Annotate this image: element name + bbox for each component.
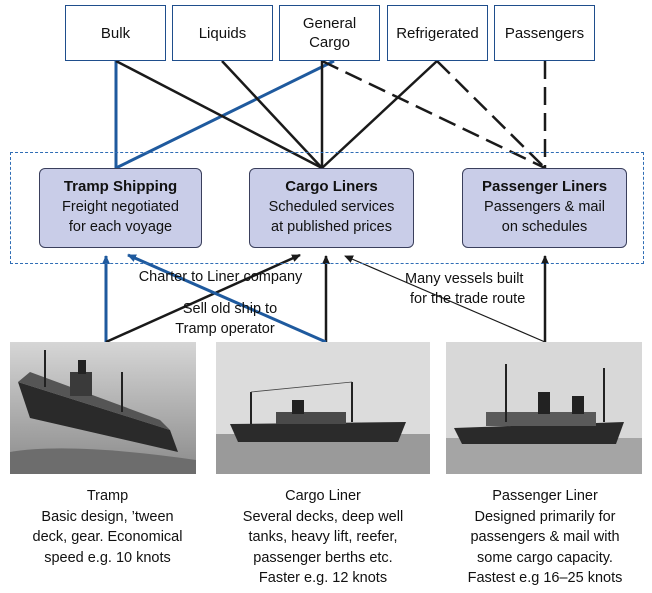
category-label: General Cargo <box>302 15 357 51</box>
caption-line: speed e.g. 10 knots <box>44 549 171 566</box>
service-title: Cargo Liners <box>285 178 378 195</box>
caption-line: tanks, heavy lift, reefer, <box>248 529 398 545</box>
caption-line: Passenger Liner <box>492 488 598 504</box>
caption-line: passengers & mail with <box>470 529 620 545</box>
link-general-passenger <box>321 59 546 170</box>
caption-line: deck, gear. Economical <box>32 529 183 545</box>
services-group <box>10 152 644 264</box>
service-line: at published prices <box>271 219 392 235</box>
service-line: for each voyage <box>68 219 173 235</box>
link-liquids-cargo <box>221 60 323 169</box>
service-line: Passengers & mail <box>484 199 605 215</box>
category-label: Liquids <box>198 24 247 42</box>
arrow-built <box>344 255 546 343</box>
caption-line: Tramp <box>86 488 129 504</box>
label-charter: Charter to Liner company <box>138 269 303 285</box>
label-sell-line1: Sell old ship to <box>182 301 278 317</box>
label-built-line2: for the trade route <box>410 291 526 307</box>
service-line: Freight negotiated <box>62 199 179 215</box>
caption-line: Faster e.g. 12 knots <box>258 570 388 586</box>
service-cargo-liners: Cargo Liners Scheduled services at publi… <box>249 168 414 248</box>
category-label: Passengers <box>504 24 585 42</box>
caption-line: passenger berths etc. <box>253 549 393 566</box>
service-passenger-liners: Passenger Liners Passengers & mail on sc… <box>462 168 627 248</box>
category-refrigerated: Refrigerated <box>387 5 488 61</box>
caption-cargo-liner: Cargo Liner Several decks, deep well tan… <box>216 486 430 589</box>
link-refrig-cargo <box>321 60 438 169</box>
cargo-liner-photo <box>216 342 430 474</box>
link-bulk-cargo <box>115 59 323 170</box>
caption-tramp: Tramp Basic design, ’tween deck, gear. E… <box>0 486 215 568</box>
category-label: Bulk <box>100 24 131 42</box>
service-title: Passenger Liners <box>481 178 608 195</box>
service-tramp-shipping: Tramp Shipping Freight negotiated for ea… <box>39 168 202 248</box>
caption-line: Designed primarily for <box>474 508 616 525</box>
arrow-charter <box>105 253 301 344</box>
passenger-liner-photo <box>446 342 642 474</box>
category-liquids: Liquids <box>172 5 273 61</box>
service-title: Tramp Shipping <box>63 178 178 195</box>
caption-line: Several decks, deep well <box>242 508 404 525</box>
caption-passenger-liner: Passenger Liner Designed primarily for p… <box>440 486 650 589</box>
tramp-ship-photo <box>10 342 196 474</box>
arrow-sell <box>127 253 327 344</box>
service-line: Scheduled services <box>268 199 395 215</box>
link-general-tramp <box>115 59 335 170</box>
category-general-cargo: General Cargo <box>279 5 380 61</box>
category-label: Refrigerated <box>396 24 479 42</box>
category-bulk: Bulk <box>65 5 166 61</box>
label-built-line1: Many vessels built <box>405 271 524 287</box>
caption-line: Basic design, ’tween <box>41 508 174 525</box>
service-line: on schedules <box>501 219 588 235</box>
caption-line: some cargo capacity. <box>477 549 613 566</box>
category-passengers: Passengers <box>494 5 595 61</box>
caption-line: Fastest e.g 16–25 knots <box>467 570 623 586</box>
caption-line: Cargo Liner <box>285 488 361 504</box>
label-sell-line2: Tramp operator <box>175 321 275 337</box>
